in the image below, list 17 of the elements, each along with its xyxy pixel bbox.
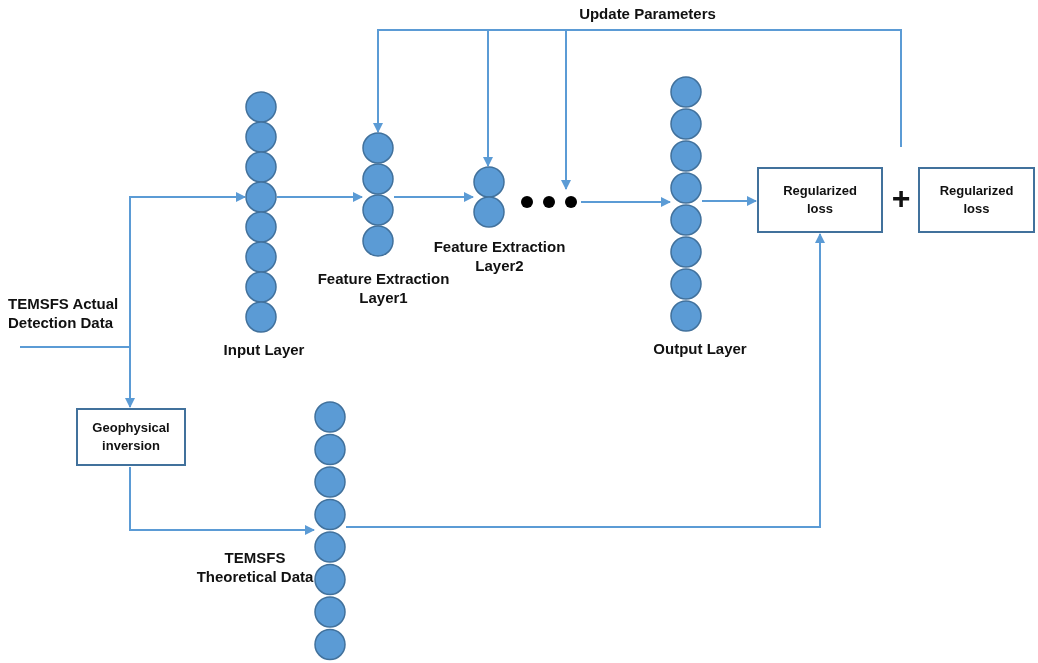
layer-label: TEMSFS Theoretical Data [195, 548, 315, 586]
layer-label: Output Layer [652, 339, 748, 358]
process-box: Regularized loss [757, 167, 883, 233]
layer-label: Input Layer [222, 340, 306, 359]
data-label: TEMSFS Actual Detection Data [8, 294, 120, 332]
arrow [276, 192, 363, 202]
arrow [580, 197, 671, 207]
arrow [19, 346, 135, 408]
arrow [345, 233, 825, 528]
arrow [393, 192, 474, 202]
update-label: Update Parameters [578, 6, 717, 21]
plus-sign: + [890, 182, 912, 214]
process-box: Geophysical inversion [76, 408, 186, 466]
arrow [561, 29, 902, 190]
arrow [701, 196, 757, 206]
process-box: Regularized loss [918, 167, 1035, 233]
arrow [129, 466, 315, 535]
